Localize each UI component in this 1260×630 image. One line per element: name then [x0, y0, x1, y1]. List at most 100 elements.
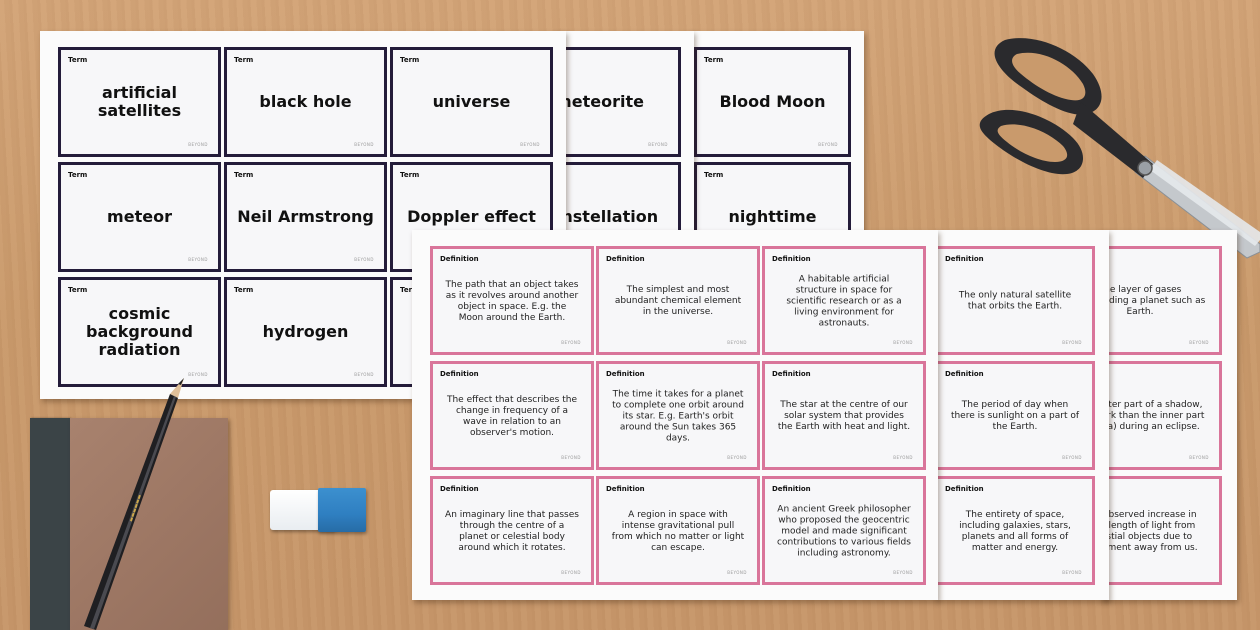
definition-card: Definition An imaginary line that passes… — [430, 476, 594, 585]
definition-tag: Definition — [772, 485, 811, 493]
term-card: Term Neil Armstrong BEYOND — [224, 162, 387, 272]
brand-mark: BEYOND — [893, 570, 913, 575]
definition-tag: Definition — [945, 485, 984, 493]
definition-text: The simplest and most abundant chemical … — [614, 284, 742, 317]
term-card: Term Blood Moon BEYOND — [694, 47, 851, 157]
brand-mark: BEYOND — [648, 142, 668, 147]
scissors — [979, 38, 1260, 259]
definition-tag: Definition — [772, 370, 811, 378]
term-card: Term artificial satellites BEYOND — [58, 47, 221, 157]
brand-mark: BEYOND — [818, 142, 838, 147]
definition-card: Definition The time it takes for a plane… — [596, 361, 760, 470]
definition-tag: Definition — [440, 370, 479, 378]
definition-tag: Definition — [945, 255, 984, 263]
term-text: Doppler effect — [407, 207, 536, 226]
brand-mark: BEYOND — [188, 372, 208, 377]
definition-text: The effect that describes the change in … — [446, 394, 577, 438]
definition-tag: Definition — [440, 485, 479, 493]
term-text: constellation — [553, 207, 659, 226]
brand-mark: BEYOND — [893, 340, 913, 345]
term-text: Neil Armstrong — [237, 207, 374, 226]
term-text: universe — [432, 92, 511, 111]
term-tag: Term — [400, 56, 420, 64]
definition-tag: Definition — [606, 370, 645, 378]
definition-tag: Definition — [772, 255, 811, 263]
brand-mark: BEYOND — [727, 570, 747, 575]
term-text: nighttime — [728, 207, 817, 226]
term-tag: Term — [234, 286, 254, 294]
definition-card: The layer of gases surrounding a planet … — [1100, 246, 1222, 355]
definition-sheet-1: Definition The path that an object takes… — [412, 230, 938, 600]
definition-text: An ancient Greek philosopher who propose… — [777, 504, 911, 559]
definition-tag: Definition — [606, 255, 645, 263]
definition-card: Definition The path that an object takes… — [430, 246, 594, 355]
term-tag: Term — [68, 56, 88, 64]
definition-tag: Definition — [945, 370, 984, 378]
definition-card: Definition The period of day when there … — [935, 361, 1095, 470]
brand-mark: BEYOND — [561, 340, 581, 345]
brand-mark: BEYOND — [561, 570, 581, 575]
term-text: black hole — [259, 92, 352, 111]
term-tag: Term — [68, 286, 88, 294]
term-card: Term universe BEYOND — [390, 47, 553, 157]
term-card: Term constellation — [553, 162, 681, 236]
definition-text: The time it takes for a planet to comple… — [612, 389, 744, 444]
brand-mark: BEYOND — [893, 455, 913, 460]
definition-card: The outer part of a shadow, less dark th… — [1100, 361, 1222, 470]
term-sheet-2: Term meteorite BEYOND Term constellation — [553, 31, 694, 236]
brand-mark: BEYOND — [727, 455, 747, 460]
definition-text: The outer part of a shadow, less dark th… — [1100, 399, 1205, 432]
brand-mark: BEYOND — [1062, 340, 1082, 345]
term-tag: Term — [400, 286, 420, 294]
brand-mark: BEYOND — [561, 455, 581, 460]
definition-card: Definition The simplest and most abundan… — [596, 246, 760, 355]
definition-text: An imaginary line that passes through th… — [445, 509, 579, 553]
definition-text: The only natural satellite that orbits t… — [958, 289, 1072, 311]
term-card: Term meteor BEYOND — [58, 162, 221, 272]
brand-mark: BEYOND — [354, 372, 374, 377]
notebook-spine — [30, 418, 70, 630]
brand-mark: BEYOND — [1189, 340, 1209, 345]
definition-text: The observed increase in wavelength of l… — [1100, 509, 1198, 553]
pencil: ▬▬▬▬▬▬ — [84, 378, 184, 630]
brand-mark: BEYOND — [520, 142, 540, 147]
definition-text: A region in space with intense gravitati… — [611, 509, 745, 553]
term-card: Term meteorite BEYOND — [553, 47, 681, 157]
brand-mark: BEYOND — [727, 340, 747, 345]
term-tag: Term — [68, 171, 88, 179]
brand-mark: BEYOND — [1062, 570, 1082, 575]
term-tag: Term — [704, 56, 724, 64]
definition-sheet-2: Definition The only natural satellite th… — [935, 230, 1109, 600]
definition-text: A habitable artificial structure in spac… — [786, 274, 902, 329]
definition-text: The entirety of space, including galaxie… — [959, 509, 1071, 553]
term-text: cosmic background radiation — [86, 304, 193, 359]
brand-mark: BEYOND — [354, 257, 374, 262]
definition-card: Definition A habitable artificial struct… — [762, 246, 926, 355]
term-sheet-3: Term Blood Moon BEYOND Term nighttime — [687, 31, 864, 236]
eraser-sleeve — [318, 488, 366, 532]
term-tag: Term — [704, 171, 724, 179]
term-text: hydrogen — [262, 322, 349, 341]
brand-mark: BEYOND — [1189, 455, 1209, 460]
term-card: Term black hole BEYOND — [224, 47, 387, 157]
definition-tag: Definition — [440, 255, 479, 263]
definition-tag: Definition — [606, 485, 645, 493]
definition-text: The period of day when there is sunlight… — [950, 399, 1080, 432]
term-text: Blood Moon — [719, 92, 826, 111]
definition-card: The observed increase in wavelength of l… — [1100, 476, 1222, 585]
term-text: meteor — [107, 207, 172, 226]
definition-text: The layer of gases surrounding a planet … — [1100, 284, 1206, 317]
definition-card: Definition The star at the centre of our… — [762, 361, 926, 470]
definition-card: Definition An ancient Greek philosopher … — [762, 476, 926, 585]
term-text: meteorite — [555, 92, 644, 111]
definition-text: The star at the centre of our solar syst… — [777, 399, 911, 432]
term-card: Term cosmic background radiation BEYOND — [58, 277, 221, 387]
definition-card: Definition The only natural satellite th… — [935, 246, 1095, 355]
eraser — [270, 488, 366, 532]
term-text: artificial satellites — [97, 83, 182, 120]
definition-card: Definition A region in space with intens… — [596, 476, 760, 585]
term-tag: Term — [234, 171, 254, 179]
definition-text: The path that an object takes as it revo… — [445, 279, 579, 323]
term-card: Term nighttime — [694, 162, 851, 236]
definition-sheet-3: The layer of gases surrounding a planet … — [1100, 230, 1237, 600]
